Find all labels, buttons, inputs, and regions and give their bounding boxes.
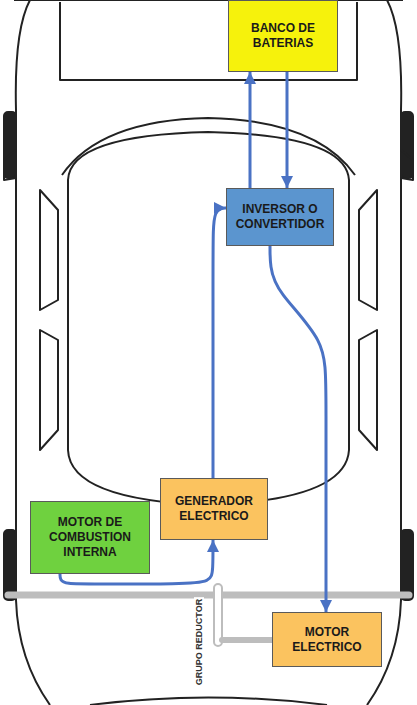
wheel [4, 112, 16, 178]
flow-arrow [286, 72, 289, 188]
generator-box: GENERADOR ELECTRICO [160, 478, 268, 540]
part-label: GRUPO REDUCTOR [194, 597, 204, 687]
side-window [40, 190, 58, 310]
rear [90, 698, 327, 705]
wheel [401, 112, 413, 178]
wheel [4, 530, 16, 600]
windshield [62, 118, 355, 175]
motor-box: MOTOR ELECTRICO [272, 612, 382, 667]
side-window [40, 330, 58, 450]
reducer-gear [214, 584, 222, 646]
battery-box: BANCO DE BATERIAS [228, 0, 338, 72]
car-body [14, 0, 403, 1]
wheel [401, 530, 413, 600]
node-label: GENERADOR ELECTRICO [161, 490, 267, 528]
node-label: BANCO DE BATERIAS [229, 17, 337, 55]
mirror [401, 150, 413, 180]
mirror [4, 150, 16, 180]
car-body [16, 0, 401, 705]
side-window [359, 330, 377, 450]
flow-arrow [213, 208, 226, 478]
node-label: INVERSOR O CONVERTIDOR [227, 198, 333, 236]
engine-box: MOTOR DE COMBUSTION INTERNA [30, 501, 150, 574]
roof [68, 132, 349, 505]
side-window [359, 190, 377, 310]
axle [8, 592, 409, 599]
inverter-box: INVERSOR O CONVERTIDOR [226, 188, 334, 246]
node-label: MOTOR DE COMBUSTION INTERNA [31, 511, 149, 564]
node-label: MOTOR ELECTRICO [273, 621, 381, 659]
flow-arrow [270, 246, 326, 612]
flow-arrow [249, 72, 252, 188]
motor-shaft [222, 637, 276, 643]
